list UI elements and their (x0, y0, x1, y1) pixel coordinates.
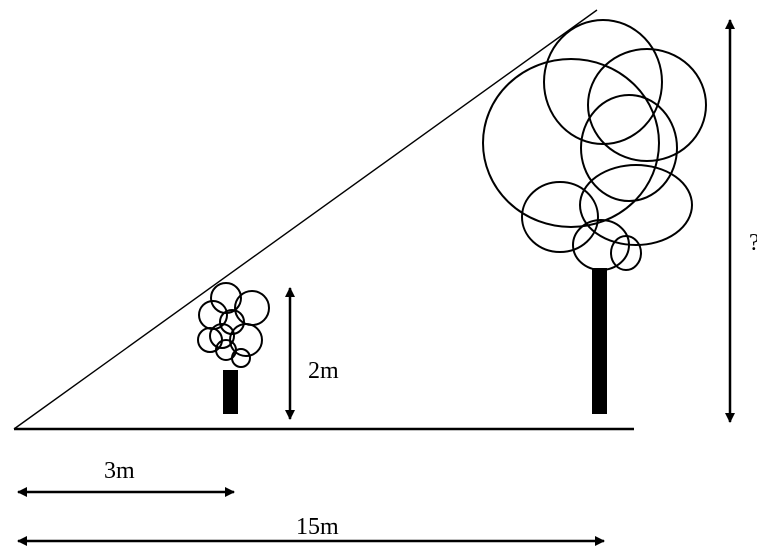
small-tree (197, 282, 270, 414)
tall-tree-trunk (592, 268, 607, 414)
tall-tree (482, 19, 707, 414)
small-tree-crown (197, 282, 270, 368)
small-tree-height-label: 2m (308, 358, 339, 384)
small-distance-label: 3m (104, 458, 135, 484)
tall-tree-crown (482, 19, 707, 271)
total-distance-label: 15m (296, 514, 339, 540)
sight-line (13, 9, 598, 430)
small-tree-trunk (223, 370, 238, 414)
tall-tree-height-label: ? (749, 230, 757, 256)
